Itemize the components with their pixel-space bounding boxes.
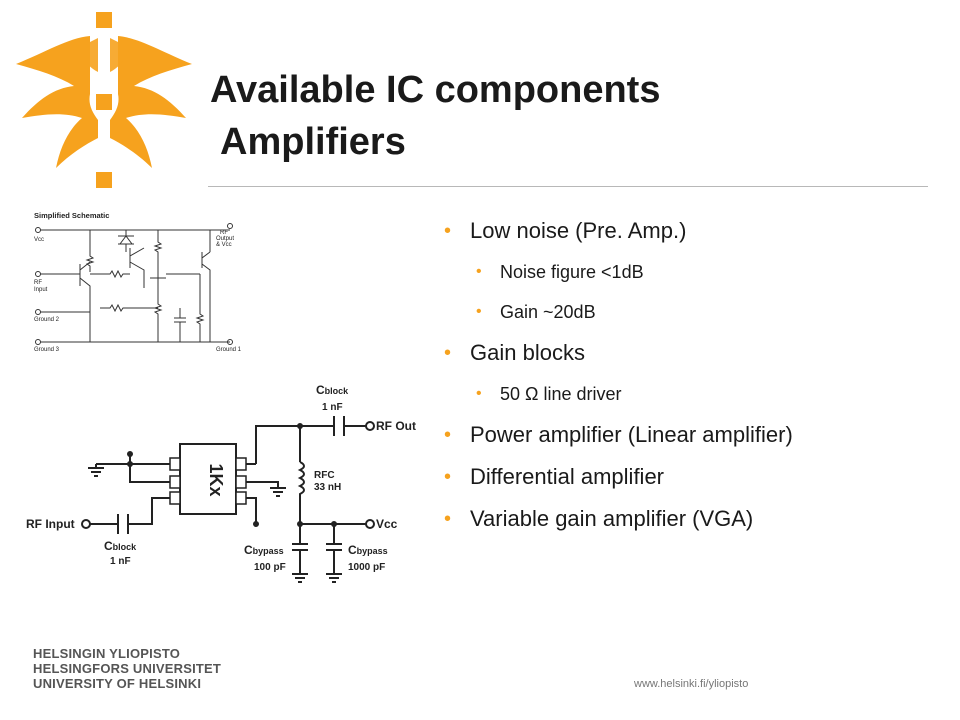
svg-text:Cbypass: Cbypass <box>244 543 284 557</box>
schematic-top-rf-output-3: & Vcc <box>216 242 232 248</box>
cbypass2-name: C <box>348 543 357 557</box>
university-name: HELSINGIN YLIOPISTO HELSINGFORS UNIVERSI… <box>33 646 221 691</box>
cbypass1-sub: bypass <box>253 546 284 556</box>
university-name-fi: HELSINGIN YLIOPISTO <box>33 646 181 661</box>
cbypass2-value: 1000 pF <box>348 562 385 573</box>
schematic-top-rf-input-1: RF <box>34 280 42 286</box>
ic-label: 1Kx <box>206 463 226 496</box>
slide-title: Available IC components <box>210 69 661 111</box>
rf-input-label: RF Input <box>26 517 75 531</box>
simplified-schematic: Simplified Schematic Vcc RF Input Ground… <box>34 211 242 353</box>
title-divider <box>208 186 928 187</box>
cbypass2-sub: bypass <box>357 546 388 556</box>
university-name-en: UNIVERSITY OF HELSINKI <box>33 676 202 691</box>
university-name-sv: HELSINGFORS UNIVERSITET <box>33 661 222 676</box>
schematic-top-vcc: Vcc <box>34 237 44 243</box>
vcc-label: Vcc <box>376 517 398 531</box>
schematic-top-ground1: Ground 1 <box>216 347 242 353</box>
cblock-in-sub: block <box>113 542 138 552</box>
bullet-item: Gain blocks <box>444 332 944 374</box>
svg-text:Cbypass: Cbypass <box>348 543 388 557</box>
cblock-out-name: C <box>316 383 325 397</box>
bullet-list: Low noise (Pre. Amp.) Noise figure <1dB … <box>444 210 944 540</box>
bullet-subitem: Noise figure <1dB <box>444 252 944 292</box>
cblock-in-name: C <box>104 539 113 553</box>
bullet-subitem: 50 Ω line driver <box>444 374 944 414</box>
cblock-out-value: 1 nF <box>322 402 343 413</box>
schematic-top-title: Simplified Schematic <box>34 211 109 220</box>
schematic-top-rf-output-2: Output <box>216 236 234 242</box>
footer-url[interactable]: www.helsinki.fi/yliopisto <box>634 678 749 690</box>
cbypass1-value: 100 pF <box>254 562 286 573</box>
application-schematic: 1Kx Cblock 1 nF RF Output RFC 33 nH Vcc … <box>26 383 416 583</box>
rfc-value: 33 nH <box>314 482 341 493</box>
svg-text:Cblock: Cblock <box>316 383 349 397</box>
bullet-subitem: Gain ~20dB <box>444 292 944 332</box>
university-flame-logo-icon <box>16 12 192 188</box>
rfc-name: RFC <box>314 470 335 481</box>
bullet-item: Variable gain amplifier (VGA) <box>444 498 944 540</box>
cblock-out-sub: block <box>325 386 350 396</box>
schematic-top-rf-output-1: RF <box>220 230 228 236</box>
slide-subtitle: Amplifiers <box>220 121 406 163</box>
schematic-top-ground3: Ground 3 <box>34 347 60 353</box>
schematic-top-ground2: Ground 2 <box>34 317 60 323</box>
bullet-item: Power amplifier (Linear amplifier) <box>444 414 944 456</box>
bullet-item: Low noise (Pre. Amp.) <box>444 210 944 252</box>
cblock-in-value: 1 nF <box>110 556 131 567</box>
svg-text:Cblock: Cblock <box>104 539 137 553</box>
cbypass1-name: C <box>244 543 253 557</box>
schematic-top-rf-input-2: Input <box>34 287 48 293</box>
rf-output-label: RF Output <box>376 419 416 433</box>
bullet-item: Differential amplifier <box>444 456 944 498</box>
